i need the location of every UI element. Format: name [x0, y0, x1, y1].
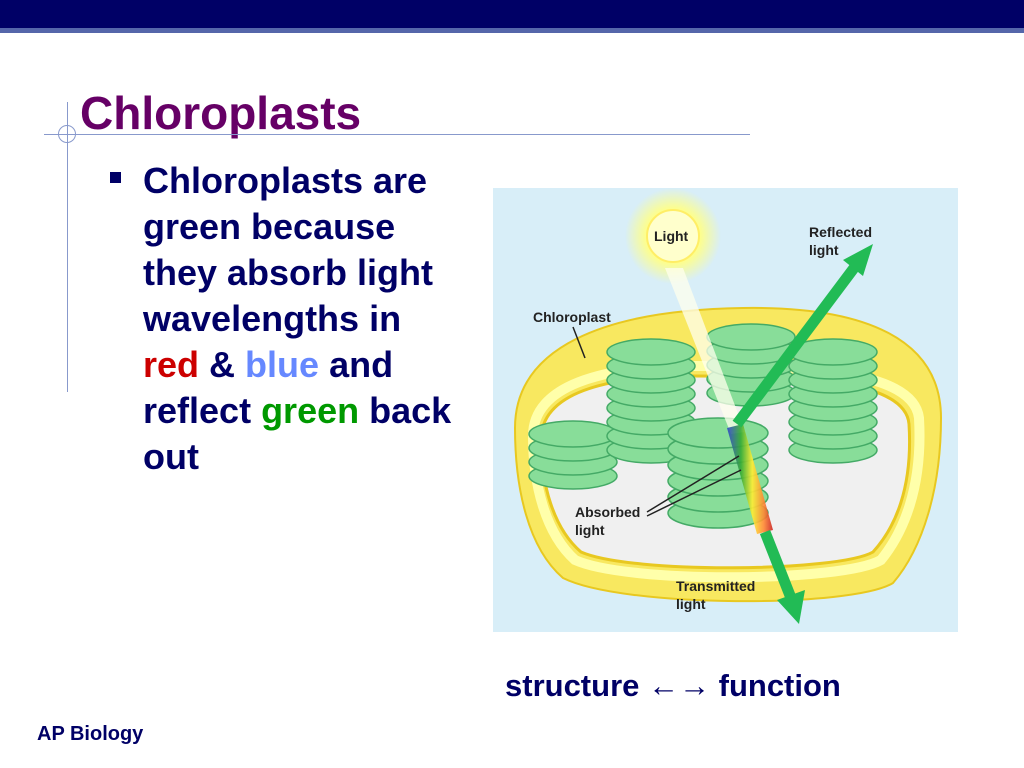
light-source: [625, 188, 745, 434]
label-pointers: [572, 326, 742, 517]
bullet-text-part3: back out: [143, 390, 452, 477]
double-arrow-icon: ←→: [648, 668, 710, 703]
absorbed-label-line2: light: [575, 522, 605, 538]
top-bar-stripe: [0, 28, 1024, 33]
caption-function: function: [718, 668, 841, 703]
chloroplast-label: Chloroplast: [533, 309, 611, 325]
green-word: green: [261, 390, 360, 431]
bullet-text: Chloroplasts are green because they abso…: [143, 158, 463, 480]
spectrum-beam: [727, 424, 773, 534]
crosshair-circle: [58, 125, 76, 143]
title-underline: [44, 134, 750, 135]
chloroplast-diagram: Light Reflected light Chloroplast Absorb…: [493, 188, 958, 632]
reflected-label-line1: Reflected: [809, 224, 872, 240]
bullet-text-part2: and reflect: [143, 344, 394, 431]
transmitted-arrow-icon: [759, 529, 805, 624]
top-bar: [0, 0, 1024, 28]
red-word: red: [143, 344, 200, 385]
reflected-arrow-icon: [732, 244, 873, 428]
light-label: Light: [654, 228, 689, 244]
blue-word: blue: [245, 344, 320, 385]
absorbed-label-line1: Absorbed: [575, 504, 640, 520]
bullet-text-part1: Chloroplasts are green because they abso…: [143, 160, 434, 339]
caption-structure: structure: [505, 668, 640, 703]
ampersand: &: [199, 344, 246, 385]
structure-function-caption: structure ←→ function: [505, 668, 841, 704]
footer-label: AP Biology: [37, 723, 144, 745]
square-bullet-icon: [110, 172, 121, 183]
slide-title: Chloroplasts: [80, 87, 362, 139]
vertical-rule: [67, 102, 68, 392]
transmitted-label-line1: Transmitted: [676, 578, 755, 594]
transmitted-label-line2: light: [676, 596, 706, 612]
reflected-label-line2: light: [809, 242, 839, 258]
